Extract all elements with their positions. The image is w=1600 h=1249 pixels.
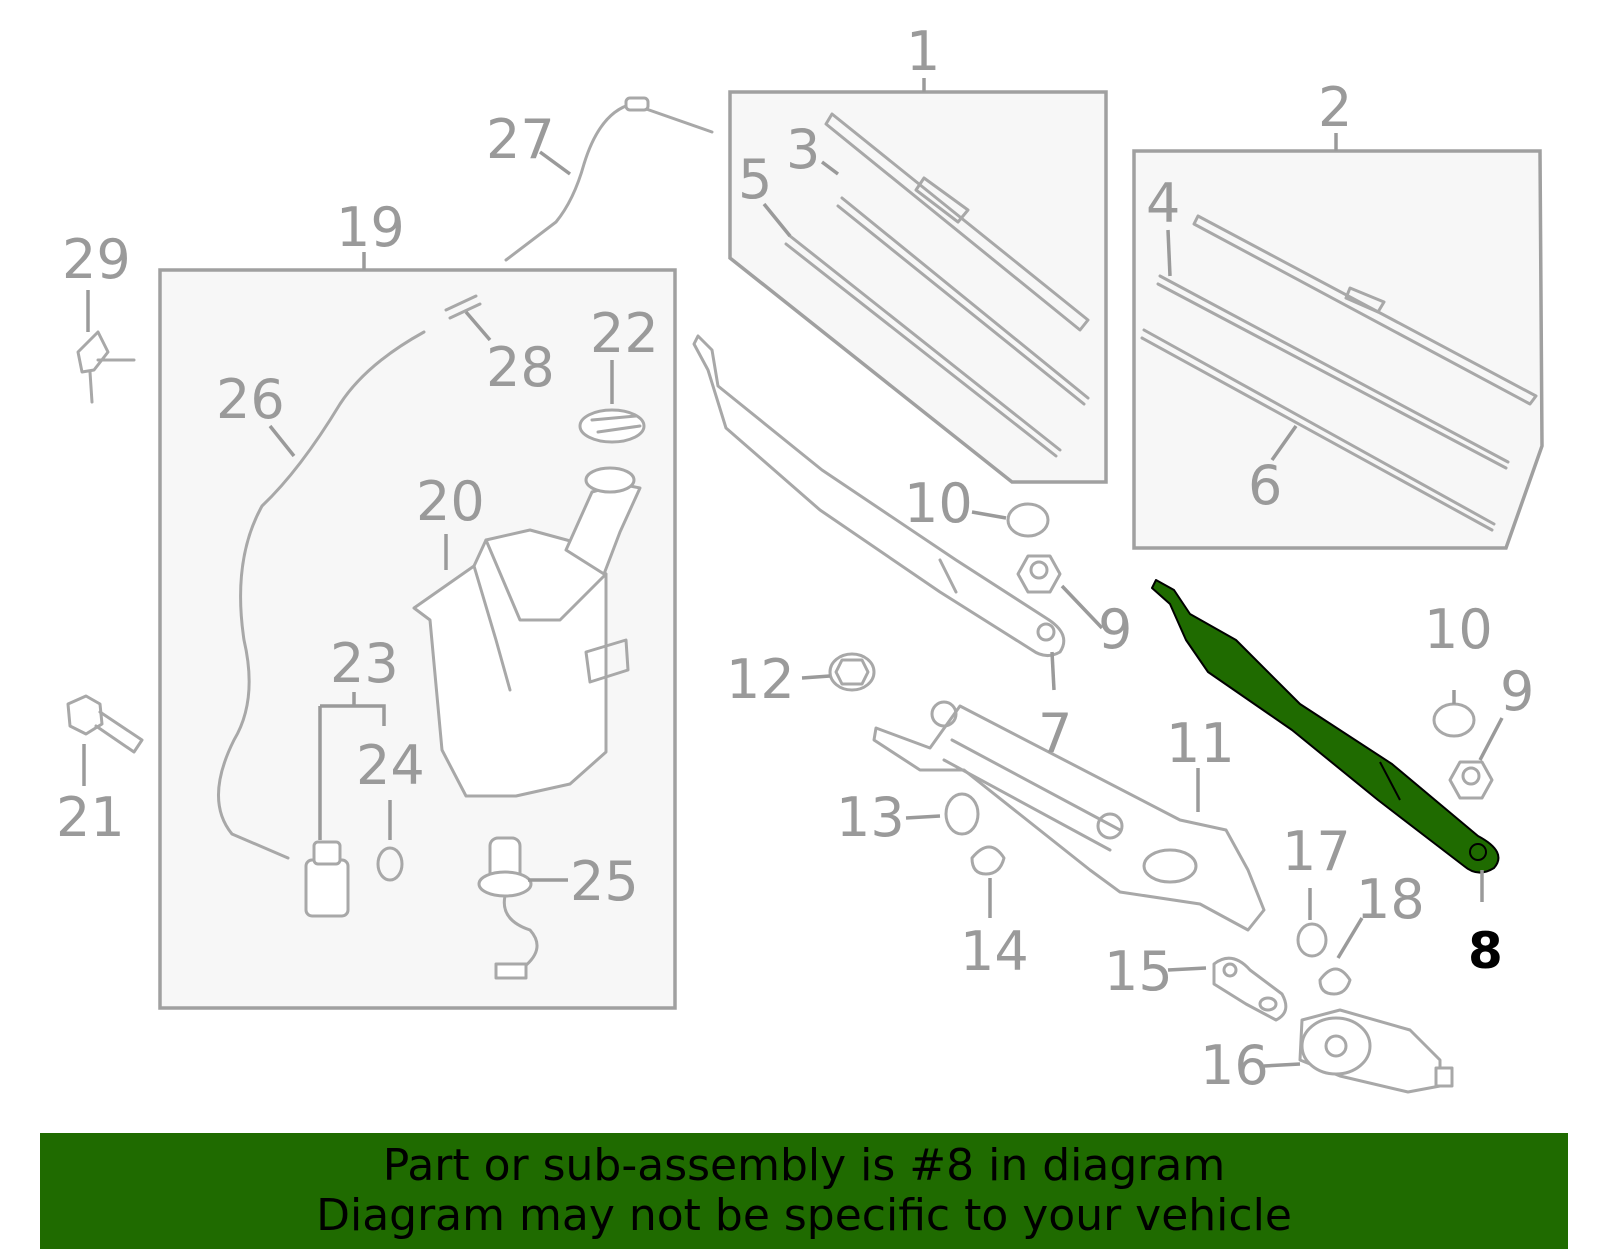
callout-16: 16 — [1200, 1034, 1269, 1097]
nut-9b — [1448, 760, 1494, 800]
info-banner: Part or sub-assembly is #8 in diagram Di… — [40, 1133, 1568, 1249]
callout-12: 12 — [726, 648, 795, 711]
callout-4: 4 — [1146, 172, 1180, 235]
wiper-refill-4 — [1156, 274, 1510, 470]
callout-23: 23 — [330, 632, 399, 695]
group-box-1 — [728, 90, 1108, 484]
callout-5: 5 — [738, 148, 772, 211]
group-box-2 — [1132, 149, 1544, 550]
wiper-arm-7 — [692, 334, 1066, 657]
callout-14: 14 — [960, 920, 1029, 983]
wiper-linkage-11 — [872, 700, 1266, 932]
callout-6: 6 — [1248, 454, 1282, 517]
clip-29 — [76, 330, 136, 404]
callout-18: 18 — [1356, 868, 1425, 931]
callout-19: 19 — [336, 196, 405, 259]
callout-11: 11 — [1166, 712, 1235, 775]
banner-line-2: Diagram may not be specific to your vehi… — [316, 1190, 1292, 1241]
callout-26: 26 — [216, 368, 285, 431]
washer-10a — [1006, 502, 1050, 538]
level-sensor-25 — [477, 836, 539, 980]
callout-20: 20 — [416, 470, 485, 533]
callout-1: 1 — [906, 20, 940, 83]
seal-24 — [376, 846, 404, 882]
bolt-12 — [828, 652, 876, 692]
callout-10b: 10 — [1424, 598, 1493, 661]
arm-8-body — [1151, 579, 1500, 874]
wiper-refill-6 — [1140, 328, 1496, 532]
wiper-refill-3 — [836, 196, 1090, 406]
callout-25: 25 — [570, 850, 639, 913]
callout-28: 28 — [486, 336, 555, 399]
bolt-21 — [66, 694, 144, 754]
arm-8-pivot — [1469, 843, 1487, 861]
wiper-blade-1 — [824, 112, 1090, 332]
callout-9a: 9 — [1098, 598, 1132, 661]
hose-27 — [504, 96, 714, 262]
callout-2: 2 — [1318, 76, 1352, 139]
washer-10b — [1432, 702, 1476, 738]
callout-3: 3 — [786, 118, 820, 181]
grommet-14 — [970, 845, 1006, 876]
nut-9a — [1016, 554, 1062, 594]
bushing-13 — [944, 792, 980, 836]
callout-24: 24 — [356, 734, 425, 797]
callout-27: 27 — [486, 108, 555, 171]
callout-17: 17 — [1282, 820, 1351, 883]
callout-21: 21 — [56, 786, 125, 849]
callout-9b: 9 — [1500, 660, 1534, 723]
callout-15: 15 — [1104, 940, 1173, 1003]
callout-10a: 10 — [904, 472, 973, 535]
hose-26 — [217, 330, 426, 860]
wiper-blade-2 — [1192, 214, 1538, 406]
bushing-17 — [1296, 922, 1328, 958]
wiper-refill-5 — [784, 234, 1062, 458]
washer-reservoir-20 — [412, 466, 642, 798]
banner-line-1: Part or sub-assembly is #8 in diagram — [382, 1140, 1226, 1191]
wiper-arm-8-highlighted — [1151, 579, 1500, 874]
bracket-15 — [1212, 956, 1288, 1022]
wiper-motor-16 — [1298, 1008, 1454, 1094]
reservoir-cap-22 — [578, 408, 646, 444]
grommet-18 — [1318, 967, 1352, 996]
leader-arrows — [82, 150, 1504, 1068]
callout-22: 22 — [590, 302, 659, 365]
washer-pump-23 — [304, 840, 350, 918]
callout-13: 13 — [836, 786, 905, 849]
connector-28 — [444, 294, 482, 320]
callout-29: 29 — [62, 228, 131, 291]
callout-8: 8 — [1468, 922, 1503, 980]
callout-7: 7 — [1038, 702, 1072, 765]
